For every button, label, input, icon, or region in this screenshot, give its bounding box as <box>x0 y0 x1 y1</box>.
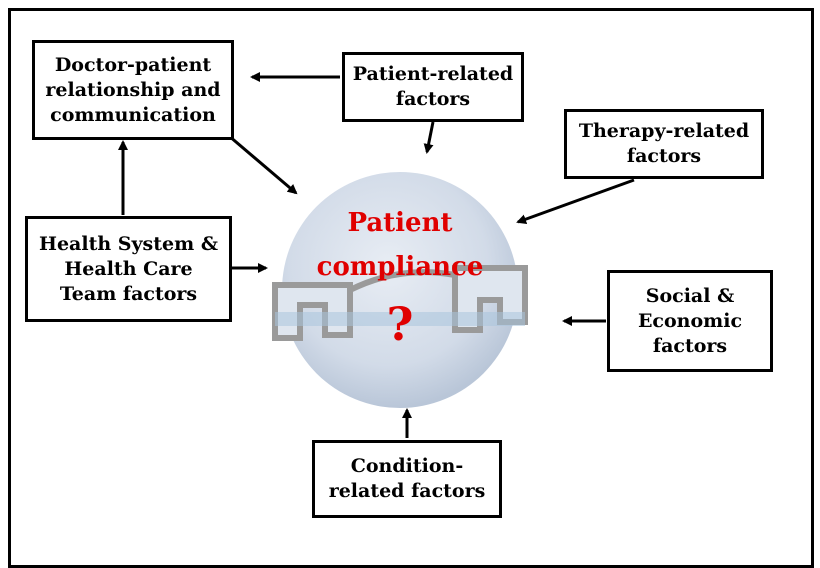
box-patient-related-line2: factors <box>395 88 471 110</box>
box-health-system-line1: Health System & <box>39 232 218 255</box>
box-social-economic: Social & Economic factors <box>607 270 773 372</box>
box-social-economic-line3: factors <box>652 334 728 357</box>
box-social-economic-line2: Economic <box>637 309 743 332</box>
globe-icon <box>282 172 518 408</box>
arrow-therapy-to-center <box>516 178 635 224</box>
box-doctor-patient-line1: Doctor-patient <box>54 53 212 76</box>
arrow-patient-related-to-center <box>423 121 435 154</box>
box-patient-related-line1: Patient-related <box>352 63 514 85</box>
center-title-line1: Patient <box>347 208 453 238</box>
box-condition-related: Condition- related factors <box>312 440 502 518</box>
box-social-economic-line1: Social & <box>645 284 735 307</box>
box-health-system-line3: Team factors <box>59 282 198 305</box>
box-health-system-line2: Health Care <box>64 257 193 280</box>
box-therapy-related-line2: factors <box>626 145 702 167</box>
box-therapy-related-line1: Therapy-related <box>578 120 750 142</box>
handshake-band <box>275 312 525 326</box>
box-doctor-patient: Doctor-patient relationship and communic… <box>32 40 234 140</box>
box-condition-related-line1: Condition- <box>350 455 464 477</box>
box-doctor-patient-line3: communication <box>50 103 216 126</box>
box-health-system: Health System & Health Care Team factors <box>25 216 232 322</box>
question-mark: ? <box>386 297 414 351</box>
box-patient-related: Patient-related factors <box>342 52 524 122</box>
box-therapy-related: Therapy-related factors <box>564 109 764 179</box>
connector-layer <box>118 72 635 438</box>
box-doctor-patient-line2: relationship and <box>45 78 221 101</box>
center-title-line2: compliance <box>316 252 484 282</box>
arrow-doctor-to-center <box>221 128 298 195</box>
box-condition-related-line2: related factors <box>328 480 486 502</box>
